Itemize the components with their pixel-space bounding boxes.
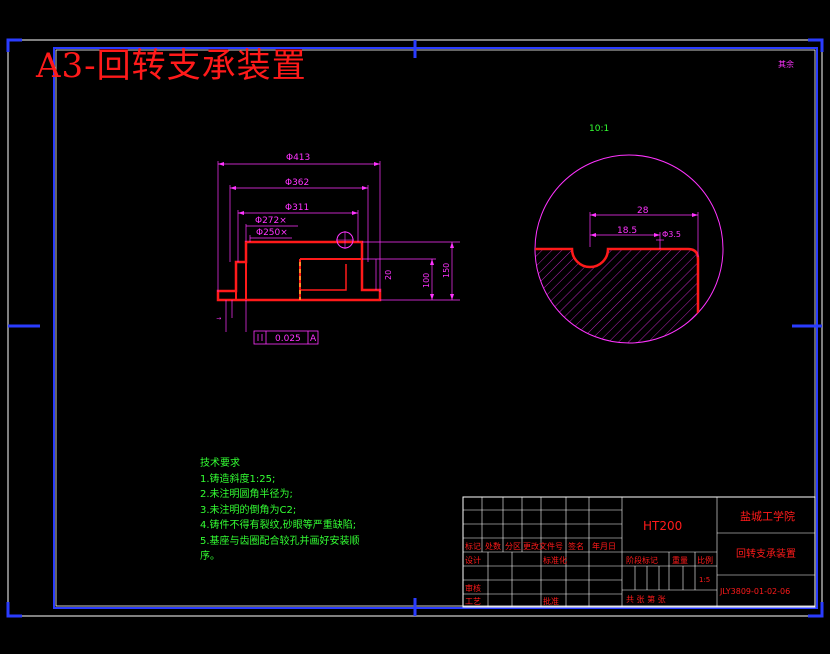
tb-drawing-number: JLY3809-01-02-06 xyxy=(719,587,790,596)
tolerance-frame: 0.025 A xyxy=(253,330,319,345)
dim-d5: Φ250× xyxy=(256,228,288,238)
tb-label-zone: 分区 xyxy=(505,542,521,551)
tech-req-heading: 技术要求 xyxy=(200,458,240,469)
detail-dim-1: 28 xyxy=(637,206,649,216)
tb-label-weight: 重量 xyxy=(672,555,688,565)
tech-req-item: 4.铸件不得有裂纹,砂眼等严重缺陷; xyxy=(200,520,357,531)
dim-d4: Φ272× xyxy=(255,216,287,226)
dim-d3: Φ311 xyxy=(285,203,309,213)
tolerance-value: 0.025 xyxy=(275,334,301,344)
tb-label-count: 处数 xyxy=(485,541,501,551)
tb-school: 盐城工学院 xyxy=(740,509,795,523)
tech-req-item: 序。 xyxy=(200,551,220,562)
dim-d1: Φ413 xyxy=(286,153,310,163)
tb-label-standardize: 标准化 xyxy=(543,555,567,565)
detail-view: 10:1 28 18.5 xyxy=(534,124,724,344)
tb-label-stage: 阶段标记 xyxy=(626,555,658,565)
dimension-arrows xyxy=(218,162,454,300)
tb-label-sheets: 共 张 第 张 xyxy=(626,594,666,604)
tb-label-design: 设计 xyxy=(465,555,481,565)
part-rim xyxy=(300,264,347,291)
corner-note: 其余 xyxy=(778,59,794,69)
detail-hatched-area xyxy=(535,249,698,343)
mark-small-1: ↓ xyxy=(216,316,223,321)
tb-label-mark: 标记 xyxy=(465,541,481,551)
part-step xyxy=(235,258,362,300)
tb-label-change: 更改文件号 xyxy=(523,541,563,551)
inner-border xyxy=(55,49,816,607)
part-section-view: Φ413 Φ362 Φ311 Φ272× Φ250× 20 100 150 ↓ … xyxy=(216,153,460,345)
tb-part-name: 回转支承装置 xyxy=(736,547,796,560)
dim-d2: Φ362 xyxy=(285,178,309,188)
tb-label-review: 审核 xyxy=(465,583,481,593)
tb-label-approve: 批准 xyxy=(543,596,559,606)
detail-dim-lines xyxy=(589,212,699,257)
tech-req-item: 1.铸造斜度1:25; xyxy=(200,473,276,485)
tb-scale: 1:5 xyxy=(699,576,710,584)
tb-material: HT200 xyxy=(643,519,682,533)
sheet-title: A3-回转支承装置 xyxy=(36,46,307,86)
dim-h1: 20 xyxy=(384,270,393,280)
tb-label-process: 工艺 xyxy=(465,597,481,606)
tech-req-item: 5.基座与齿圈配合较孔并画好安装顺 xyxy=(200,535,360,547)
corner-brackets xyxy=(6,38,824,618)
tolerance-datum: A xyxy=(310,334,317,344)
technical-requirements: 技术要求 1.铸造斜度1:25; 2.未注明圆角半径为; 3.未注明的倒角为C2… xyxy=(200,456,400,565)
tech-req-item: 3.未注明的倒角为C2; xyxy=(200,504,297,516)
tech-req-item: 2.未注明圆角半径为; xyxy=(200,489,293,500)
outer-frame xyxy=(7,39,823,617)
tb-label-date: 年月日 xyxy=(592,541,616,551)
detail-dim-2: 18.5 xyxy=(617,226,637,236)
detail-scale: 10:1 xyxy=(589,124,609,134)
inner-frame xyxy=(53,47,818,609)
dimension-lines xyxy=(217,161,460,332)
detail-dim-arrows xyxy=(590,213,698,237)
tb-label-sign: 签名 xyxy=(568,541,584,551)
dim-h3: 150 xyxy=(442,263,451,278)
center-marks xyxy=(8,40,822,616)
detail-dim-3: Φ3.5 xyxy=(662,230,681,239)
tb-label-ratio: 比例 xyxy=(697,555,713,565)
dim-h2: 100 xyxy=(422,273,431,288)
detail-outline xyxy=(535,247,700,343)
title-block: 标记 处数 分区 更改文件号 签名 年月日 设计 标准化 审核 工艺 批准 阶段… xyxy=(462,496,816,608)
